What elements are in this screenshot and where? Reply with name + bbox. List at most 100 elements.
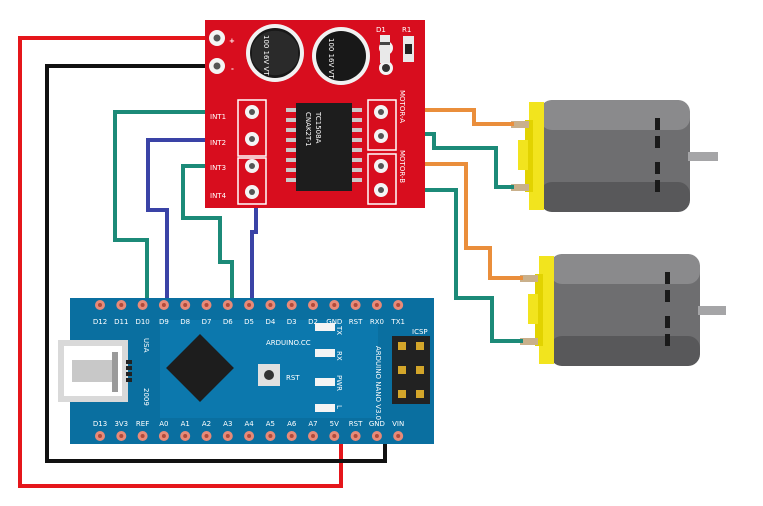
- top-pin-label: D6: [223, 318, 233, 326]
- bottom-pin-label: D13: [93, 420, 107, 428]
- wire-int4-d5: [250, 196, 258, 302]
- top-pin-label: D5: [244, 318, 254, 326]
- motor-a-terminal-1: [511, 121, 529, 128]
- bottom-pin-hole: [289, 434, 294, 438]
- rx-led: [315, 349, 335, 357]
- bottom-pin-hole: [311, 434, 315, 438]
- bottom-pin-hole: [140, 434, 145, 438]
- bottom-pin-hole: [225, 434, 230, 438]
- bottom-pin-hole: [247, 434, 252, 438]
- bottom-pin-label: GND: [369, 420, 385, 428]
- capacitor-1-label: 100 16V VT: [262, 35, 270, 76]
- capacitor-2-label: 100 16V VT: [327, 38, 335, 79]
- power-wires: [18, 36, 387, 488]
- top-pin-label: D8: [180, 318, 190, 326]
- model-label: ARDUINO NANO V3.0: [374, 346, 382, 420]
- bottom-pin-hole: [374, 434, 379, 438]
- d1-label: D1: [376, 26, 386, 34]
- bottom-pin-label: A2: [202, 420, 211, 428]
- l-label: L: [335, 405, 343, 409]
- wire-motor-b-1: [386, 162, 523, 280]
- motor-b-shaft: [698, 306, 726, 315]
- chip-line-2: CNAK2T-1: [304, 112, 312, 147]
- bottom-pin-label: A4: [244, 420, 254, 428]
- bottom-pin-hole: [268, 434, 273, 438]
- motor-b-terminal-2: [520, 338, 538, 345]
- bottom-pin-label: RST: [349, 420, 363, 428]
- driver-minus-label: -: [231, 65, 234, 73]
- top-pin-hole: [204, 303, 209, 307]
- l-led: [315, 404, 335, 412]
- r1-label: R1: [402, 26, 411, 34]
- top-pin-label: GND: [326, 318, 342, 326]
- top-pin-label: D7: [202, 318, 212, 326]
- bottom-pin-hole: [353, 434, 358, 438]
- top-pin-label: RX0: [370, 318, 384, 326]
- motor-driver-board: + - 100 16V VT 100 16V VT D1 R1: [205, 20, 425, 208]
- wire-motor-a-2: [386, 132, 514, 189]
- diode-d1: [380, 35, 390, 63]
- chip-line-1: TC1508A: [314, 111, 322, 144]
- pwr-label: PWR: [335, 375, 343, 391]
- top-pin-label: D4: [265, 318, 275, 326]
- top-pin-hole: [311, 303, 315, 307]
- int1-label: INT1: [210, 113, 226, 121]
- top-pin-hole: [247, 303, 252, 307]
- motor-a-label: MOTOR-A: [398, 90, 406, 123]
- bottom-pin-label: 5V: [330, 420, 339, 428]
- motor-output-pins: [374, 105, 388, 197]
- bottom-pin-label: REF: [136, 420, 149, 428]
- brand-label: ARDUINO.CC: [266, 339, 311, 347]
- wire-int3-d6: [181, 164, 248, 302]
- signal-wires: [113, 110, 258, 302]
- bottom-pin-hole: [396, 434, 401, 438]
- int3-label: INT3: [210, 164, 226, 172]
- motor-wires: [386, 108, 523, 343]
- wire-gnd: [45, 64, 387, 463]
- top-pin-label: D12: [93, 318, 107, 326]
- motor-b-terminal-1: [520, 275, 538, 282]
- top-pin-label: RST: [349, 318, 363, 326]
- top-pin-hole: [225, 303, 230, 307]
- bottom-pin-hole: [161, 434, 166, 438]
- int4-label: INT4: [210, 192, 227, 200]
- bottom-pin-hole: [98, 434, 102, 438]
- bottom-pin-label: A5: [266, 420, 275, 428]
- bottom-pin-label: 3V3: [114, 420, 128, 428]
- tx-label: TX: [335, 325, 343, 335]
- wire-int1-d10: [113, 110, 248, 302]
- top-pin-label: D9: [159, 318, 169, 326]
- top-pin-hole: [353, 303, 358, 307]
- top-pin-label: D2: [308, 318, 318, 326]
- bottom-pin-label: A3: [223, 420, 232, 428]
- bottom-pin-hole: [332, 434, 337, 438]
- wire-motor-a-1: [386, 108, 514, 126]
- bottom-pin-hole: [183, 434, 188, 438]
- top-pin-hole: [396, 303, 401, 307]
- usa-label: USA: [142, 338, 150, 353]
- top-pin-hole: [140, 303, 145, 307]
- bottom-pin-label: VIN: [392, 420, 404, 428]
- top-pin-hole: [98, 303, 102, 307]
- top-pin-label: D11: [114, 318, 128, 326]
- top-pin-hole: [161, 303, 166, 307]
- motor-a-terminal-2: [511, 184, 529, 191]
- top-pin-label: TX1: [390, 318, 405, 326]
- icsp-label: ICSP: [412, 328, 428, 336]
- bottom-pin-label: A7: [308, 420, 317, 428]
- top-pin-label: D3: [287, 318, 297, 326]
- pwr-led: [315, 378, 335, 386]
- top-pin-hole: [268, 303, 273, 307]
- motor-b-label: MOTOR-B: [398, 150, 406, 183]
- top-pin-hole: [332, 303, 337, 307]
- top-pin-hole: [183, 303, 188, 307]
- capacitor-2: 100 16V VT: [312, 27, 370, 85]
- wire-int2-d9: [146, 138, 248, 302]
- mcu-chip: [166, 334, 234, 402]
- top-pin-hole: [289, 303, 294, 307]
- wire-motor-b-2: [386, 188, 523, 343]
